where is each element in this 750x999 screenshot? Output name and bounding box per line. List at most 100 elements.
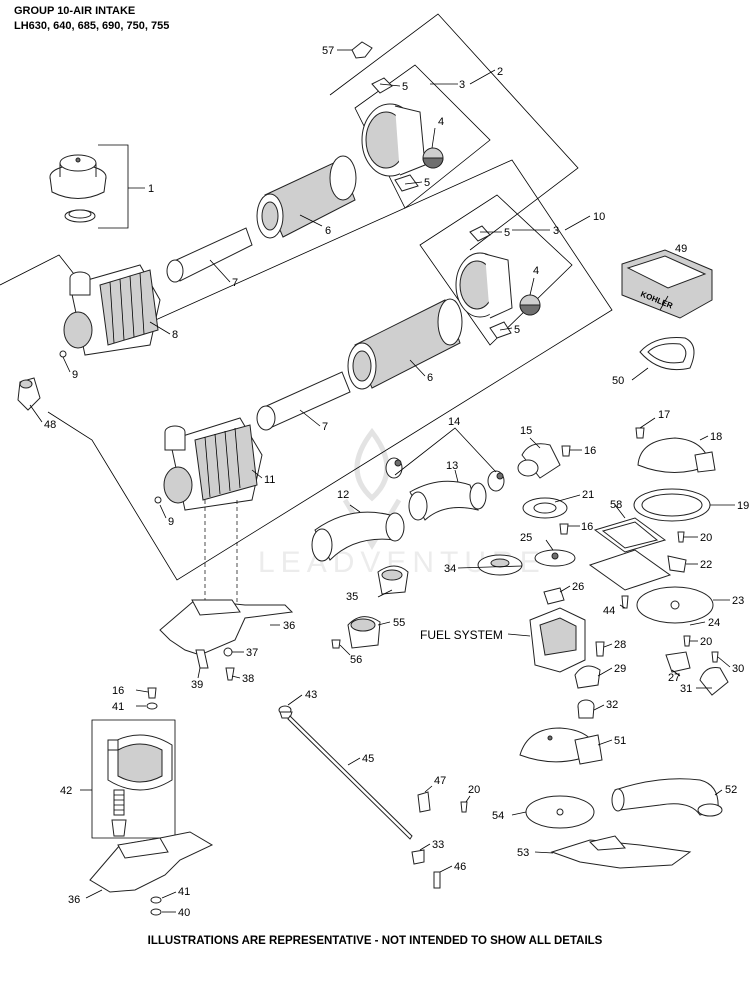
- part-41-washer-lower[interactable]: [150, 896, 162, 904]
- diagram-title: GROUP 10-AIR INTAKE: [14, 5, 136, 17]
- leader-lines: [29, 49, 735, 913]
- callout-13: 13: [446, 460, 458, 472]
- part-20-screw-a[interactable]: [677, 531, 685, 543]
- part-17-screw[interactable]: [635, 427, 645, 439]
- callout-20: 20: [700, 636, 712, 648]
- part-42-support-bracket[interactable]: [107, 734, 173, 837]
- callout-31: 31: [680, 683, 692, 695]
- callout-17: 17: [658, 409, 670, 421]
- part-36-bracket-upper[interactable]: [159, 599, 294, 656]
- callout-6: 6: [427, 372, 433, 384]
- part-31-elbow[interactable]: [699, 667, 729, 696]
- part-25-adapter-plate[interactable]: [534, 549, 576, 567]
- callout-53: 53: [517, 847, 529, 859]
- part-7-inner-filter-upper[interactable]: [166, 227, 253, 283]
- part-38-screw[interactable]: [225, 667, 235, 681]
- part-28-fitting[interactable]: [595, 641, 605, 657]
- part-55-mixer-body[interactable]: [347, 616, 381, 649]
- part-36-bracket-lower[interactable]: [89, 831, 214, 893]
- part-20-screw-b[interactable]: [683, 635, 691, 647]
- part-51-housing[interactable]: [519, 727, 603, 765]
- part-44-stud[interactable]: [621, 595, 629, 609]
- part-16-screw-b[interactable]: [559, 523, 569, 535]
- part-9-screw-lower[interactable]: [154, 496, 162, 504]
- part-5-clip-lower-a[interactable]: [469, 225, 491, 242]
- part-46-screw[interactable]: [433, 871, 441, 889]
- part-19-gasket[interactable]: [633, 488, 711, 522]
- part-5-clip-upper-b[interactable]: [394, 174, 419, 192]
- fuel-system-label: FUEL SYSTEM: [420, 628, 503, 642]
- callout-16: 16: [112, 685, 124, 697]
- part-49-emblem-cover[interactable]: KOHLER: [621, 249, 713, 319]
- part-52-outlet-duct[interactable]: [611, 778, 723, 817]
- part-57-clip[interactable]: [351, 41, 373, 59]
- callout-36: 36: [68, 894, 80, 906]
- callout-39: 39: [191, 679, 203, 691]
- part-30-screw[interactable]: [711, 651, 719, 663]
- callout-52: 52: [725, 784, 737, 796]
- part-4-valve-lower[interactable]: [519, 294, 541, 316]
- callout-18: 18: [710, 431, 722, 443]
- part-20-screw-c[interactable]: [460, 801, 468, 813]
- part-47-clip[interactable]: [417, 791, 431, 813]
- part-34-spacer-plate[interactable]: [477, 554, 523, 576]
- part-18-adapter-cover[interactable]: [637, 437, 716, 473]
- part-3-end-cap-upper[interactable]: [361, 103, 426, 177]
- part-45-rod[interactable]: [287, 715, 413, 840]
- callout-51: 51: [614, 735, 626, 747]
- part-32-cap[interactable]: [577, 699, 595, 719]
- part-26-gasket[interactable]: [543, 587, 565, 605]
- part-29-elbow[interactable]: [574, 665, 601, 689]
- part-23-mounting-plate[interactable]: [636, 586, 714, 624]
- part-8-housing-upper[interactable]: [63, 264, 161, 356]
- part-54-gasket[interactable]: [525, 795, 595, 829]
- part-27-bracket[interactable]: [665, 651, 691, 673]
- part-22-bracket[interactable]: [667, 555, 687, 573]
- callout-41: 41: [178, 886, 190, 898]
- callout-4: 4: [438, 116, 444, 128]
- part-56-screw[interactable]: [331, 639, 341, 649]
- part-37-nut[interactable]: [223, 647, 233, 657]
- part-16-screw-left[interactable]: [147, 687, 157, 699]
- callout-1: 1: [148, 183, 154, 195]
- part-4-valve-upper[interactable]: [422, 147, 444, 169]
- part-6-filter-lower[interactable]: [347, 298, 463, 390]
- part-41-washer-left[interactable]: [146, 702, 158, 710]
- part-12-elbow-hose[interactable]: [311, 511, 405, 562]
- callout-3: 3: [553, 225, 559, 237]
- part-50-seal[interactable]: [639, 337, 695, 371]
- part-14-hose-clamp-b[interactable]: [487, 470, 505, 492]
- callout-36: 36: [283, 620, 295, 632]
- part-35-throttle-body[interactable]: [377, 565, 409, 595]
- part-5-clip-upper-a[interactable]: [371, 77, 393, 94]
- part-58-gasket[interactable]: [593, 517, 667, 553]
- callout-44: 44: [603, 605, 615, 617]
- callout-16: 16: [584, 445, 596, 457]
- part-6-filter-upper[interactable]: [256, 155, 357, 239]
- part-53-bracket[interactable]: [550, 835, 692, 869]
- callout-21: 21: [582, 489, 594, 501]
- callout-32: 32: [606, 699, 618, 711]
- part-plate[interactable]: [588, 549, 672, 591]
- fuel-system-unit[interactable]: [529, 607, 586, 673]
- part-9-screw-upper[interactable]: [59, 350, 67, 358]
- part-33-clamp[interactable]: [411, 849, 425, 865]
- part-40-nut[interactable]: [150, 908, 162, 916]
- part-48-isolator-mount[interactable]: [17, 377, 41, 411]
- part-11-housing-lower[interactable]: [163, 417, 263, 511]
- part-16-screw-a[interactable]: [561, 445, 571, 457]
- part-3-end-cap-lower[interactable]: [455, 252, 513, 319]
- part-39-stud[interactable]: [195, 649, 209, 669]
- callout-4: 4: [533, 265, 539, 277]
- callout-34: 34: [444, 563, 456, 575]
- callout-14: 14: [448, 416, 460, 428]
- part-21-gasket[interactable]: [522, 497, 568, 519]
- callout-19: 19: [737, 500, 749, 512]
- part-14-hose-clamp-a[interactable]: [385, 457, 403, 479]
- callout-12: 12: [337, 489, 349, 501]
- part-7-inner-filter-lower[interactable]: [256, 371, 351, 431]
- part-1-precleaner-cap[interactable]: [49, 154, 107, 223]
- part-13-elbow-hose[interactable]: [408, 480, 487, 521]
- group-box-2: [329, 13, 579, 251]
- part-15-inlet-elbow[interactable]: [517, 443, 561, 479]
